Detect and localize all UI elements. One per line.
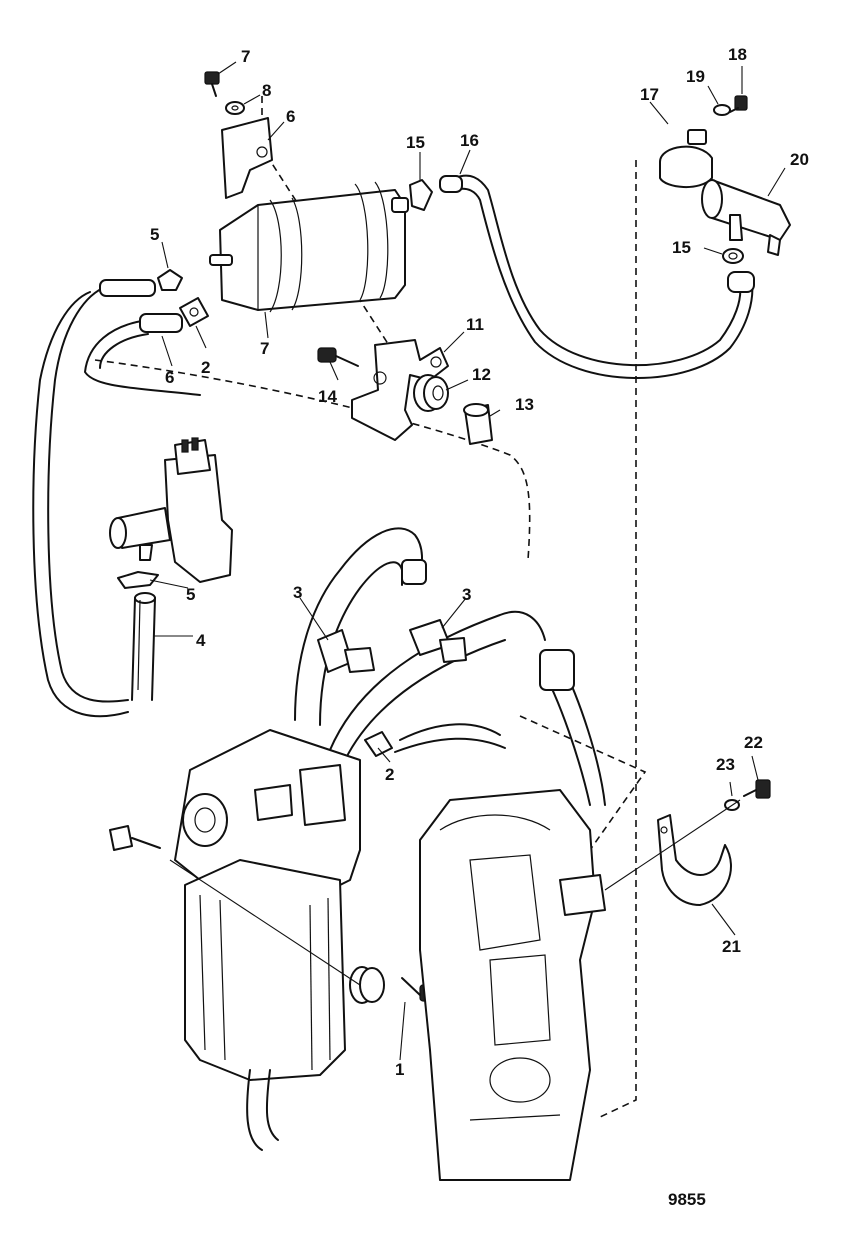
callout-18: 18 [728, 45, 747, 64]
callout-labels: 7 8 6 5 2 6 7 15 16 17 19 18 20 15 11 14… [150, 45, 809, 1209]
grommet-1 [349, 966, 385, 1004]
callout-6: 6 [165, 368, 174, 387]
grommet-2-upper [179, 297, 209, 327]
hose-4 [131, 592, 156, 701]
callout-13: 13 [515, 395, 534, 414]
sleeve-13 [463, 403, 493, 445]
callout-11: 11 [466, 315, 484, 334]
callout-1: 1 [395, 1060, 404, 1079]
vent-hose-16 [439, 174, 755, 379]
callout-5-upper: 5 [150, 225, 159, 244]
grommet-12 [413, 374, 449, 412]
callout-9: 7 [241, 47, 250, 66]
callout-22: 22 [744, 733, 763, 752]
callout-2-lower: 2 [385, 765, 394, 784]
washer-19 [713, 104, 731, 116]
purge-valve [109, 437, 233, 583]
callout-8: 6 [286, 107, 295, 126]
canister-hose-lower [84, 313, 201, 396]
screw-14 [317, 347, 359, 367]
callout-15-lower: 15 [672, 238, 691, 257]
clamp-17 [659, 129, 713, 189]
screw-9 [204, 71, 220, 97]
callout-leaders [149, 61, 786, 1061]
callout-3-right: 3 [462, 585, 471, 604]
screw-18 [729, 95, 748, 113]
washer-10 [225, 101, 245, 115]
screw-1-leader [169, 859, 361, 986]
screw-22 [743, 779, 771, 799]
clamp-21 [657, 814, 732, 906]
intake-manifold [419, 789, 606, 1181]
clamp-15-lower [722, 248, 744, 264]
callout-10: 8 [262, 81, 271, 100]
callout-15-upper: 15 [406, 133, 425, 152]
callout-3-left: 3 [293, 583, 302, 602]
callout-14: 14 [318, 387, 337, 406]
vent-hose-middle [294, 527, 606, 806]
callout-4: 4 [196, 631, 206, 650]
callout-21: 21 [722, 937, 741, 956]
clamp-21-leader [604, 799, 741, 891]
callout-2-upper: 2 [201, 358, 210, 377]
clamp-5-upper [157, 269, 183, 291]
callout-16: 16 [460, 131, 479, 150]
clamp-3-left [317, 629, 375, 673]
fuel-module [174, 729, 361, 1151]
callout-17: 17 [640, 85, 659, 104]
fitting-20 [701, 179, 791, 256]
figure-number: 9855 [668, 1190, 706, 1209]
clamp-5-lower [117, 571, 159, 589]
charcoal-canister [209, 181, 409, 313]
callout-19: 19 [686, 67, 705, 86]
clamp-15-upper [409, 179, 433, 211]
callout-5-lower: 5 [186, 585, 195, 604]
clamp-3-right [409, 619, 467, 663]
callout-12: 12 [472, 365, 491, 384]
callout-23: 23 [716, 755, 735, 774]
canister-hose-upper [32, 279, 156, 718]
clamp-2-lower [364, 731, 393, 757]
bracket-11 [351, 339, 449, 441]
callout-20: 20 [790, 150, 809, 169]
canister-bracket [221, 117, 273, 199]
callout-7: 7 [260, 339, 269, 358]
